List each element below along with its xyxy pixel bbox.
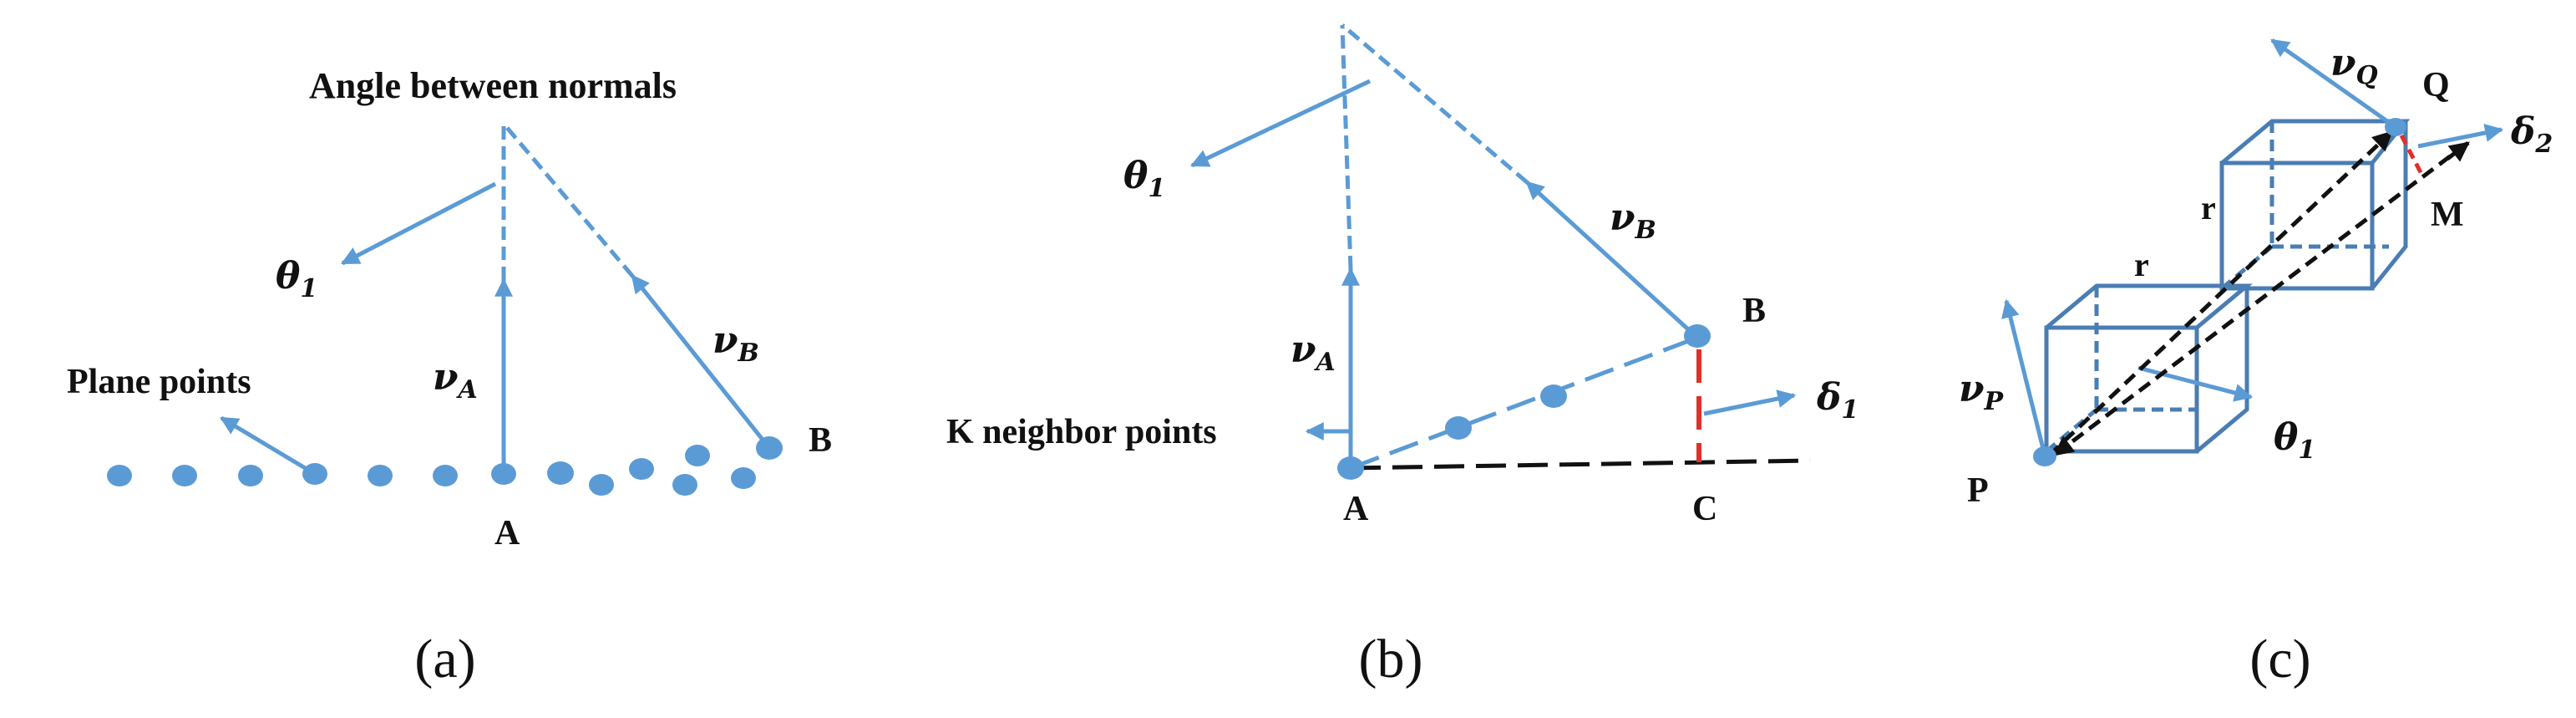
normal-b-extension (1341, 23, 1529, 184)
point-a-label: A (1343, 490, 1369, 528)
point-c-label: C (1692, 490, 1717, 528)
base-line (1350, 458, 1811, 471)
normal-q-arrow (2270, 38, 2397, 130)
vector-pq-dashed (2047, 130, 2393, 457)
nu-a-label: νA (433, 356, 478, 405)
ab-line (1350, 335, 1698, 471)
delta1-label: δ1 (1816, 376, 1858, 425)
vector-pm-dashed (2053, 142, 2468, 456)
caption-c: (c) (2249, 629, 2310, 690)
vector-pm-head (2446, 141, 2470, 162)
theta-pointer-arrow (2137, 365, 2254, 402)
normal-b-arrow (1525, 181, 1699, 339)
theta-pointer-arrow (1190, 79, 1372, 168)
r-upper-label: r (2201, 189, 2216, 227)
point-b-label: B (1742, 292, 1766, 330)
theta-label: θ1 (276, 255, 317, 303)
panel-b: K neighbor points θ1 νA νB δ1 A B C (b) (946, 23, 1858, 690)
k-neighbor-label: K neighbor points (946, 413, 1217, 451)
neighbor-points (1337, 324, 1711, 480)
theta-label: θ1 (2274, 416, 2315, 465)
nu-q-label: νQ (2330, 42, 2378, 90)
plane-points (107, 436, 783, 496)
distance-qm-red (2399, 134, 2425, 177)
nu-b-label: νB (1610, 196, 1656, 245)
r-lower-label: r (2134, 246, 2149, 283)
point-p-label: P (1967, 471, 1989, 510)
normal-p-arrow (2001, 298, 2047, 456)
panel-a: Angle between normals Plane points θ1 νA… (67, 65, 832, 690)
nu-p-label: νP (1959, 368, 2005, 416)
caption-b: (b) (1359, 629, 1423, 690)
angle-title: Angle between normals (309, 65, 677, 106)
delta1-pointer-arrow (1703, 390, 1797, 416)
nu-a-label: νA (1291, 328, 1336, 377)
theta-label: θ1 (1123, 155, 1165, 203)
delta2-pointer-arrow (2417, 124, 2504, 149)
point-q (2385, 118, 2406, 136)
normal-b-arrow (631, 274, 771, 450)
point-q-label: Q (2422, 66, 2450, 104)
plane-points-label: Plane points (67, 363, 251, 401)
normal-b-extension (502, 122, 634, 278)
point-b-label: B (809, 421, 832, 460)
delta2-label: δ2 (2510, 110, 2553, 159)
caption-a: (a) (414, 629, 475, 690)
point-p (2033, 446, 2056, 466)
point-a-label: A (494, 514, 520, 553)
point-m-label: M (2431, 196, 2464, 234)
plane-point-normal-arrow (220, 415, 317, 476)
theta-pointer-arrow (341, 181, 497, 266)
nu-b-label: νB (712, 319, 759, 368)
panel-c: νQ δ2 νP θ1 Q M P r r (c) (1959, 38, 2553, 690)
normal-a-extension (1340, 24, 1353, 270)
